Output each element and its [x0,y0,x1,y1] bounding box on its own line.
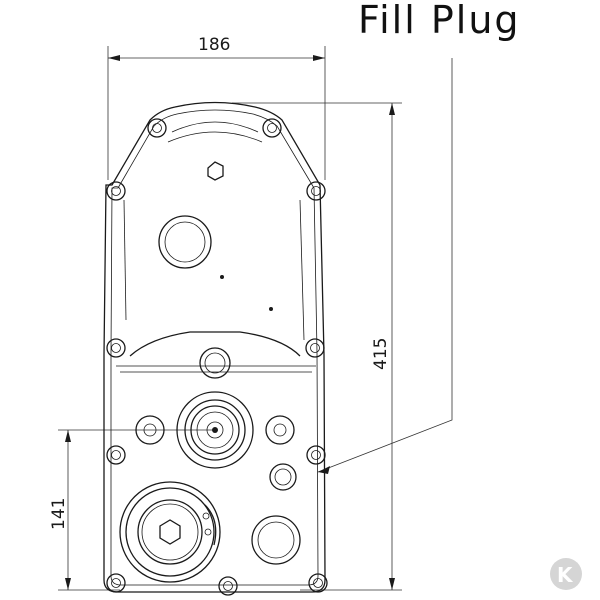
small-hole-1 [220,275,224,279]
central-shaft-bearing [176,391,254,469]
gearbox-housing [103,101,326,593]
upper-boss [158,215,212,269]
small-hole-2 [269,307,273,311]
hex-nut [207,161,224,181]
lower-right-boss [251,515,301,565]
fill-plug-leader [317,58,453,474]
height-partial-label: 141 [49,498,69,530]
fill-plug-title: Fill Plug [358,0,521,42]
fill-plug [269,463,297,491]
height-total-dimension: 415 [232,102,402,591]
right-side-boss [265,415,295,445]
width-dimension: 186 [107,35,326,180]
width-dimension-label: 186 [198,35,230,55]
left-side-boss [135,415,165,445]
output-flange [119,481,221,583]
brand-logo-letter: K [557,563,574,587]
bolt-holes [106,118,328,596]
height-total-label: 415 [371,338,391,370]
mid-boss [199,347,231,379]
brand-logo: K [550,558,582,590]
